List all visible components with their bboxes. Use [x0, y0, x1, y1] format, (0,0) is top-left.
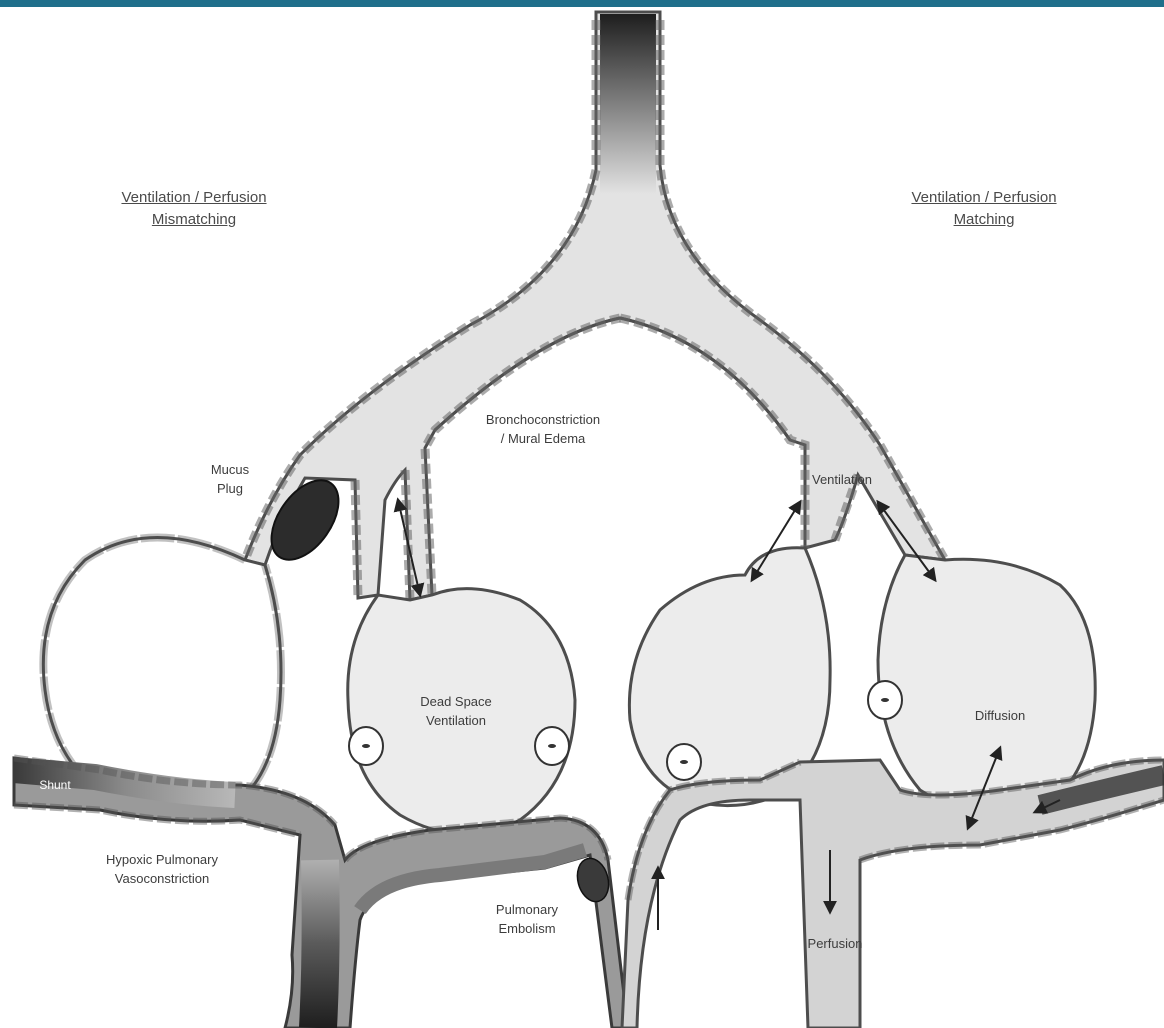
- perfusion-label: Perfusion: [795, 934, 875, 953]
- hpv-line1: Hypoxic Pulmonary: [92, 850, 232, 869]
- ventilation-label: Ventilation: [797, 470, 887, 489]
- alveolus-matching-right: [878, 555, 1095, 817]
- heading-mismatching: Ventilation / Perfusion Mismatching: [88, 187, 300, 231]
- bronchoconstriction-label: Bronchoconstriction / Mural Edema: [468, 410, 618, 448]
- diffusion-label: Diffusion: [960, 706, 1040, 725]
- pulmonary-embolism-line1: Pulmonary: [482, 900, 572, 919]
- bronchoconstriction-line2: / Mural Edema: [468, 429, 618, 448]
- heading-matching: Ventilation / Perfusion Matching: [878, 187, 1090, 231]
- hpv-label: Hypoxic Pulmonary Vasoconstriction: [92, 850, 232, 888]
- heading-mismatching-line2: Mismatching: [88, 209, 300, 231]
- mucus-plug-line1: Mucus: [195, 460, 265, 479]
- blood-vessels: [14, 758, 1164, 1028]
- trachea-lumen: [600, 14, 656, 194]
- pulmonary-embolism-label: Pulmonary Embolism: [482, 900, 572, 938]
- bronchoconstriction-line1: Bronchoconstriction: [468, 410, 618, 429]
- airway-tree: [245, 12, 960, 600]
- heading-matching-line1: Ventilation / Perfusion: [878, 187, 1090, 209]
- dead-space-line2: Ventilation: [406, 711, 506, 730]
- dead-space-line1: Dead Space: [406, 692, 506, 711]
- mucus-plug-label: Mucus Plug: [195, 460, 265, 498]
- heading-matching-line2: Matching: [878, 209, 1090, 231]
- shunt-label: Shunt: [30, 776, 80, 795]
- pulmonary-embolism-line2: Embolism: [482, 919, 572, 938]
- dead-space-label: Dead Space Ventilation: [406, 692, 506, 730]
- hpv-line2: Vasoconstriction: [92, 869, 232, 888]
- vein-lumen: [318, 860, 321, 1028]
- heading-mismatching-line1: Ventilation / Perfusion: [88, 187, 300, 209]
- mucus-plug-line2: Plug: [195, 479, 265, 498]
